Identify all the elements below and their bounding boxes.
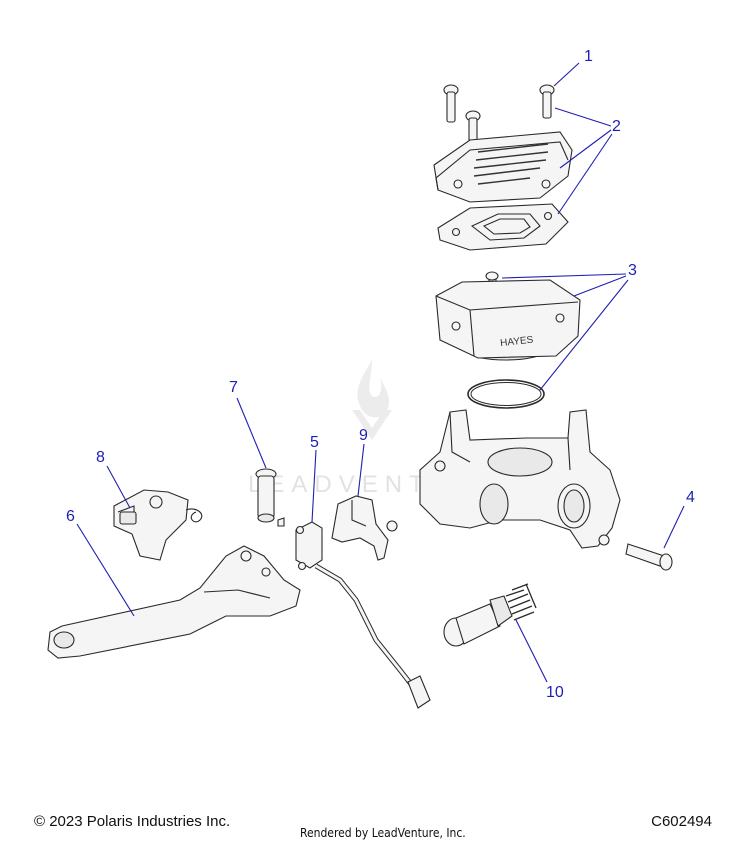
part-bracket <box>331 495 398 561</box>
callout-2: 2 <box>612 118 621 135</box>
callout-8: 8 <box>96 449 105 466</box>
rendered-by-text: Rendered by LeadVenture, Inc. <box>300 826 466 840</box>
part-piston-spring <box>443 583 537 647</box>
watermark-logo <box>352 360 392 440</box>
part-diaphragm <box>437 203 569 251</box>
callout-1: 1 <box>584 48 593 65</box>
part-brake-lever <box>47 545 301 659</box>
diagram-code: C602494 <box>651 813 712 830</box>
callout-10: 10 <box>546 684 564 701</box>
part-adjuster <box>113 489 203 561</box>
part-screws <box>443 84 555 149</box>
part-pin <box>255 468 285 527</box>
leader-lines <box>76 62 685 683</box>
part-reservoir-body: HAYES <box>435 271 581 361</box>
callout-6: 6 <box>66 508 75 525</box>
part-brake-switch <box>295 521 431 709</box>
part-master-cylinder-body <box>419 409 621 549</box>
part-o-ring <box>467 379 545 409</box>
part-pivot-bolt <box>625 543 673 571</box>
callout-4: 4 <box>686 489 695 506</box>
callout-7: 7 <box>229 379 238 396</box>
reservoir-cover-text: HAYES <box>500 335 534 349</box>
callout-9: 9 <box>359 427 368 444</box>
callout-5: 5 <box>310 434 319 451</box>
callout-3: 3 <box>628 262 637 279</box>
part-reservoir-cover <box>433 131 573 203</box>
copyright-text: © 2023 Polaris Industries Inc. <box>34 813 231 830</box>
